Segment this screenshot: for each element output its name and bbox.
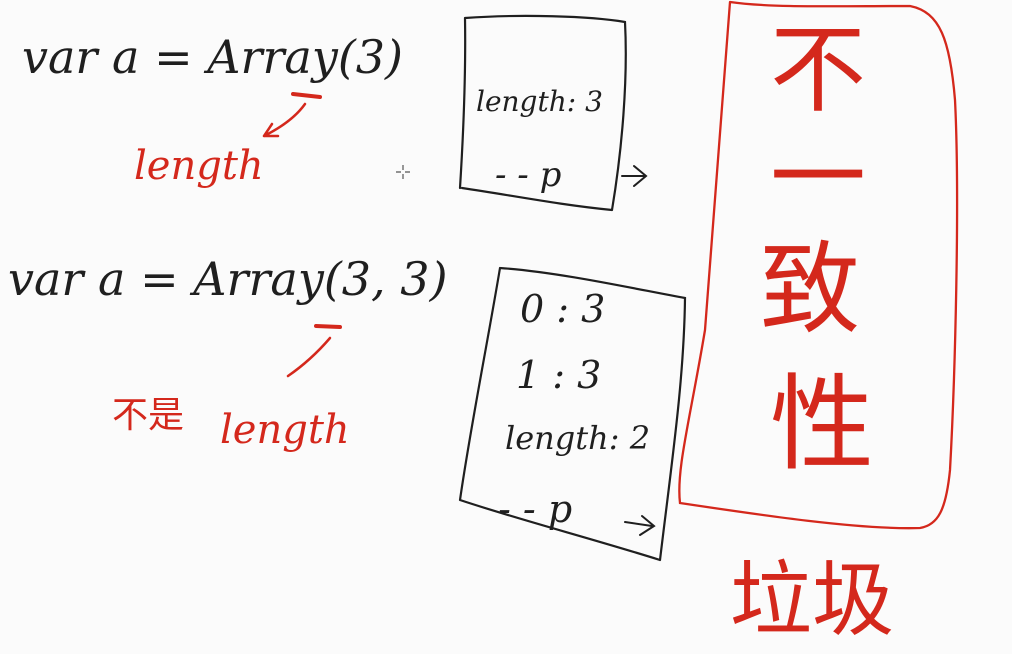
box2-proto-row: - - p <box>498 487 573 531</box>
code-line-2: var a = Array(3, 3) <box>8 252 448 306</box>
side-char-1: 一 <box>770 122 866 234</box>
code-line-1: var a = Array(3) <box>22 30 404 84</box>
box2-length-row: length: 2 <box>505 419 651 457</box>
box1-outline <box>458 14 627 212</box>
box1-proto-row: - - p <box>495 155 562 195</box>
note-length-1: length <box>134 143 264 189</box>
side-char-2: 致 <box>760 231 860 348</box>
box2-arrow-icon <box>624 515 656 536</box>
note-length-2: length <box>220 407 350 453</box>
side-char-0: 不 <box>770 14 866 126</box>
red-arrow-1-icon <box>262 102 307 138</box>
box2-row-0: 0 : 3 <box>520 287 606 331</box>
red-frame <box>678 0 959 530</box>
box1-arrow-icon <box>621 165 648 187</box>
side-bottom-text: 垃圾 <box>730 553 895 648</box>
box2-outline <box>458 266 687 562</box>
red-line-2 <box>286 336 332 378</box>
box1-length-row: length: 3 <box>476 85 603 118</box>
underline-2 <box>314 324 342 329</box>
side-char-3: 性 <box>770 363 875 485</box>
crosshair-cursor-icon <box>396 165 410 179</box>
box2-row-1: 1 : 3 <box>516 353 602 397</box>
underline-1 <box>291 92 322 99</box>
note-cjk-2: 不是 <box>112 395 185 436</box>
